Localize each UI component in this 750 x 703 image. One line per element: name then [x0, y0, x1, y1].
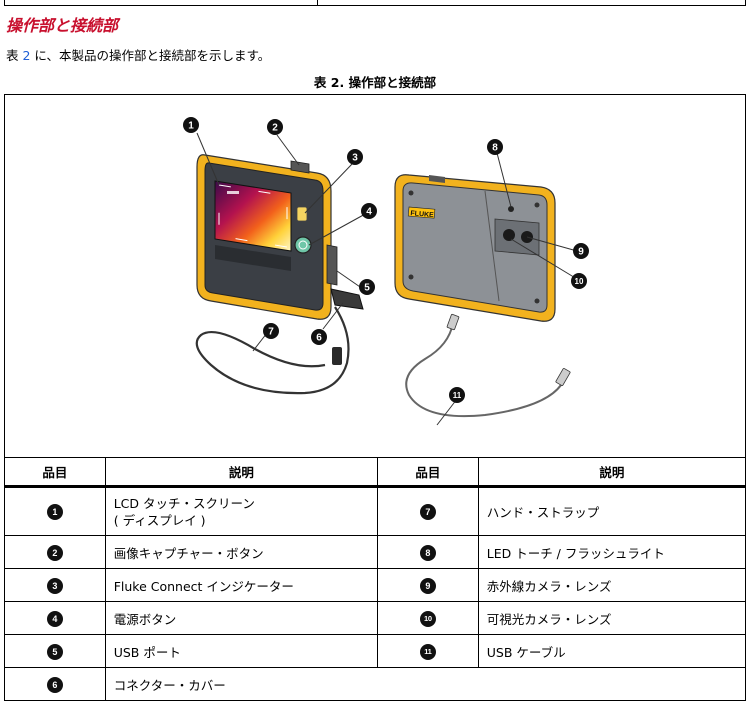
- item-number-badge: 6: [47, 677, 63, 693]
- table-row: 3 Fluke Connect インジケーター 9 赤外線カメラ・レンズ: [5, 569, 746, 602]
- table-row: 2 画像キャプチャー・ボタン 8 LED トーチ / フラッシュライト: [5, 536, 746, 569]
- callout-2: 2: [272, 123, 278, 134]
- callout-6: 6: [316, 333, 322, 344]
- header-item: 品目: [5, 458, 106, 487]
- front-camera: [197, 155, 363, 320]
- callout-4: 4: [366, 207, 372, 218]
- table-row: 4 電源ボタン 10 可視光カメラ・レンズ: [5, 602, 746, 635]
- item-number-badge: 10: [420, 611, 436, 627]
- callout-10: 10: [575, 277, 584, 286]
- device-illustration: FLUKE: [4, 94, 746, 458]
- table-row: 6 コネクター・カバー: [5, 668, 746, 701]
- rear-camera: FLUKE: [395, 175, 555, 322]
- item-number-badge: 5: [47, 644, 63, 660]
- header-description: 説明: [478, 458, 745, 487]
- item-description: 電源ボタン: [105, 602, 377, 635]
- callout-7: 7: [268, 327, 274, 338]
- previous-table-bottom: [4, 0, 746, 6]
- item-description: LED トーチ / フラッシュライト: [478, 536, 745, 569]
- item-number-badge: 7: [420, 504, 436, 520]
- header-description: 説明: [105, 458, 377, 487]
- intro-suffix: に、本製品の操作部と接続部を示します。: [30, 48, 270, 63]
- item-description: USB ケーブル: [478, 635, 745, 668]
- callout-1: 1: [188, 121, 194, 132]
- callout-9: 9: [578, 247, 584, 258]
- item-description: 赤外線カメラ・レンズ: [478, 569, 745, 602]
- header-item: 品目: [378, 458, 479, 487]
- device-drawing: FLUKE: [5, 95, 745, 457]
- usb-cable-drawing: [406, 314, 570, 416]
- item-number-badge: 11: [420, 644, 436, 660]
- hand-strap-drawing: [197, 307, 349, 393]
- item-description: コネクター・カバー: [105, 668, 745, 701]
- item-number-badge: 3: [47, 578, 63, 594]
- section-heading: 操作部と接続部: [6, 12, 118, 36]
- callout-8: 8: [492, 143, 498, 154]
- parts-table: 品目 説明 品目 説明 1 LCD タッチ・スクリーン( ディスプレイ ) 7 …: [4, 457, 746, 701]
- callout-3: 3: [352, 153, 358, 164]
- item-description: LCD タッチ・スクリーン: [114, 495, 369, 512]
- table-row: 5 USB ポート 11 USB ケーブル: [5, 635, 746, 668]
- item-description: USB ポート: [105, 635, 377, 668]
- item-number-badge: 9: [420, 578, 436, 594]
- table-caption: 表 2. 操作部と接続部: [0, 72, 750, 91]
- table-header-row: 品目 説明 品目 説明: [5, 458, 746, 487]
- item-number-badge: 4: [47, 611, 63, 627]
- item-number-badge: 1: [47, 504, 63, 520]
- table-row: 1 LCD タッチ・スクリーン( ディスプレイ ) 7 ハンド・ストラップ: [5, 487, 746, 536]
- item-description-note: ( ディスプレイ ): [114, 512, 369, 529]
- item-number-badge: 8: [420, 545, 436, 561]
- strap-slider: [332, 347, 342, 365]
- intro-prefix: 表: [6, 48, 22, 63]
- item-description: ハンド・ストラップ: [478, 487, 745, 536]
- item-number-badge: 2: [47, 545, 63, 561]
- item-description: Fluke Connect インジケーター: [105, 569, 377, 602]
- callout-11: 11: [453, 391, 462, 400]
- item-description: 可視光カメラ・レンズ: [478, 602, 745, 635]
- item-description: 画像キャプチャー・ボタン: [105, 536, 377, 569]
- callout-5: 5: [364, 283, 370, 294]
- intro-paragraph: 表 2 に、本製品の操作部と接続部を示します。: [6, 45, 270, 64]
